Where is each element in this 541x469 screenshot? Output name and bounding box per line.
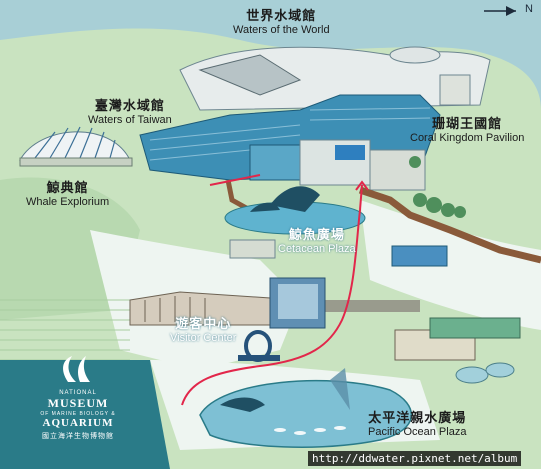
label-zh: 太平洋親水廣場	[368, 411, 467, 426]
place-visitor-center[interactable]: 遊客中心 Visitor Center	[170, 317, 237, 345]
place-coral-kingdom-pavilion[interactable]: 珊瑚王國館 Coral Kingdom Pavilion	[410, 117, 525, 145]
label-zh: 臺灣水域館	[94, 99, 165, 114]
label-en: Pacific Ocean Plaza	[368, 426, 467, 439]
label-zh: 世界水域館	[246, 9, 317, 24]
place-whale-explorium[interactable]: 鯨典館 Whale Explorium	[26, 181, 110, 209]
label-zh: 遊客中心	[175, 317, 232, 332]
label-en: Waters of Taiwan	[88, 114, 172, 127]
label-en: Whale Explorium	[26, 196, 110, 209]
logo-line-chinese: 國立海洋生物博物館	[42, 432, 114, 440]
watermark-url: http://ddwater.pixnet.net/album	[308, 451, 522, 466]
logo-line-museum: MUSEUM	[47, 396, 109, 410]
logo-line-national: NATIONAL	[59, 390, 97, 396]
label-zh: 珊瑚王國館	[432, 117, 503, 132]
north-label: N	[525, 3, 533, 15]
label-en: Waters of the World	[233, 24, 330, 37]
place-waters-of-the-world[interactable]: 世界水域館 Waters of the World	[233, 9, 330, 37]
logo-line-aquarium: AQUARIUM	[42, 417, 114, 429]
label-en: Visitor Center	[170, 332, 237, 345]
logo-line-subtitle: OF MARINE BIOLOGY &	[40, 411, 116, 417]
label-en: Coral Kingdom Pavilion	[410, 132, 525, 145]
place-cetacean-plaza[interactable]: 鯨魚廣場 Cetacean Plaza	[278, 228, 356, 256]
label-zh: 鯨魚廣場	[288, 228, 345, 243]
place-pacific-ocean-plaza[interactable]: 太平洋親水廣場 Pacific Ocean Plaza	[368, 411, 467, 439]
label-zh: 鯨典館	[46, 181, 89, 196]
museum-logo: NATIONAL MUSEUM OF MARINE BIOLOGY & AQUA…	[38, 378, 118, 441]
place-waters-of-taiwan[interactable]: 臺灣水域館 Waters of Taiwan	[88, 99, 172, 127]
label-en: Cetacean Plaza	[278, 243, 356, 256]
